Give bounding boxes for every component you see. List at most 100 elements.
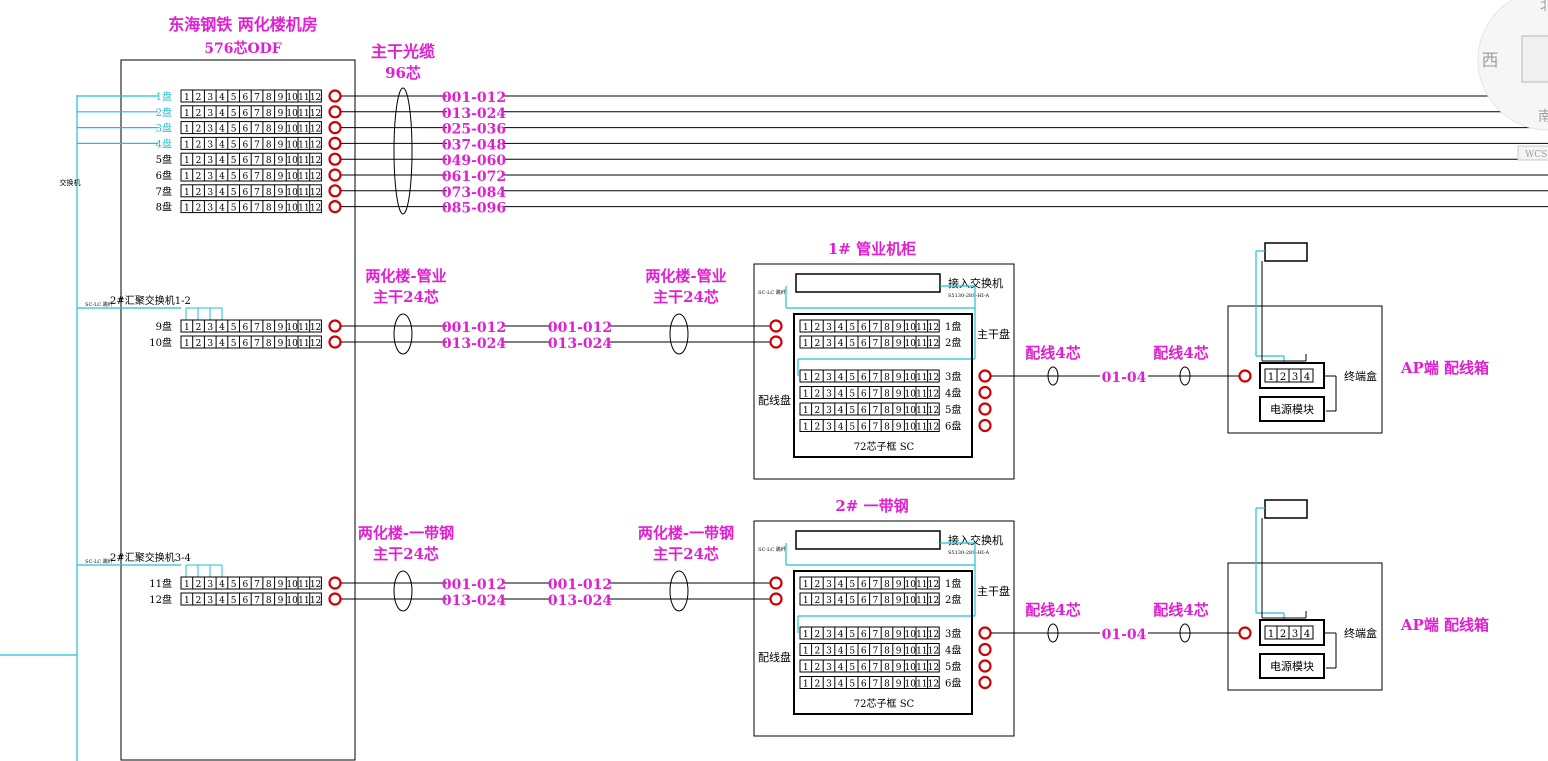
port-number: 2 <box>196 172 202 182</box>
core-range-label-remote: 001-012 <box>548 577 612 593</box>
port-number: 4 <box>219 156 225 166</box>
cabinet-title: 2# 一带钢 <box>835 497 908 515</box>
port-number: 3 <box>826 596 832 606</box>
tray-label: 12盘 <box>149 593 172 606</box>
port-number: 1 <box>184 172 190 182</box>
port-number: 7 <box>254 140 260 150</box>
port-number: 7 <box>254 596 260 606</box>
port-number: 4 <box>219 204 225 214</box>
cabinet-tray-label: 4盘 <box>945 387 961 400</box>
view-cube-west: 西 <box>1482 51 1499 71</box>
port-number: 2 <box>815 323 821 333</box>
port-number: 10 <box>286 125 298 135</box>
core-range-label: 013-024 <box>442 106 507 122</box>
port-number: 8 <box>266 580 272 590</box>
port-number: 11 <box>916 373 927 383</box>
port-number: 5 <box>231 125 237 135</box>
core-range-label-remote: 001-012 <box>548 320 612 336</box>
port-number: 6 <box>861 647 867 657</box>
port-number: 6 <box>861 406 867 416</box>
ap-connector <box>1238 626 1252 640</box>
port-number: 6 <box>861 390 867 400</box>
dist-label-a: 配线4芯 <box>1025 344 1080 362</box>
sub-frame-72 <box>793 313 973 458</box>
port-number: 10 <box>904 406 916 416</box>
port-number: 1 <box>803 423 809 433</box>
port-number: 12 <box>928 663 939 673</box>
ap-port-number: 2 <box>1280 629 1286 640</box>
wcs-badge <box>1517 145 1548 161</box>
core-range-label: 037-048 <box>442 137 506 153</box>
port-number: 5 <box>849 596 855 606</box>
port-number: 11 <box>298 188 309 198</box>
port-number: 11 <box>916 580 927 590</box>
port-number: 8 <box>266 323 272 333</box>
cabinet-jumper-label: SC-LC 跳纤 <box>758 289 786 296</box>
port-number: 8 <box>884 630 890 640</box>
port-number: 7 <box>254 109 260 119</box>
port-number: 12 <box>310 140 321 150</box>
port-number: 6 <box>242 323 248 333</box>
terminal-label: 终端盒 <box>1344 369 1377 383</box>
access-switch-box <box>795 530 941 550</box>
port-number: 11 <box>916 647 927 657</box>
port-number: 3 <box>207 204 213 214</box>
odf-side-label: 交换机 <box>60 178 81 187</box>
range-label-bg <box>1100 368 1148 384</box>
port-number: 2 <box>196 125 202 135</box>
port-number: 4 <box>219 339 225 349</box>
port-number: 5 <box>849 406 855 416</box>
main-cable-bundle-ellipse <box>393 87 413 215</box>
cabinet-tray-label: 4盘 <box>945 644 961 657</box>
port-number: 1 <box>184 339 190 349</box>
port-number: 10 <box>286 156 298 166</box>
port-number: 4 <box>838 323 844 333</box>
port-number: 3 <box>207 580 213 590</box>
port-number: 3 <box>826 647 832 657</box>
port-number: 1 <box>184 596 190 606</box>
port-number: 9 <box>278 93 284 103</box>
dist-label-a: 配线4芯 <box>1025 601 1080 619</box>
port-number: 12 <box>310 125 321 135</box>
cabinet-jumper-label: SC-LC 跳纤 <box>758 546 786 553</box>
port-number: 4 <box>838 663 844 673</box>
core-range-label: 013-024 <box>442 336 507 352</box>
odf-connector <box>328 319 342 333</box>
port-number: 2 <box>196 204 202 214</box>
port-number: 9 <box>896 680 902 690</box>
tray-label: 4盘 <box>156 137 172 150</box>
port-number: 8 <box>884 406 890 416</box>
core-range-label: 001-012 <box>442 90 506 106</box>
port-number: 4 <box>838 406 844 416</box>
port-number: 12 <box>310 580 321 590</box>
port-number: 6 <box>242 204 248 214</box>
ap-port-cell <box>1300 368 1314 383</box>
port-number: 2 <box>815 663 821 673</box>
range-label-bg <box>447 575 503 591</box>
port-number: 8 <box>884 423 890 433</box>
ap-port-number: 4 <box>1304 629 1310 640</box>
port-number: 8 <box>884 323 890 333</box>
port-number: 5 <box>849 323 855 333</box>
range-label-bg <box>551 318 609 334</box>
port-number: 1 <box>184 156 190 166</box>
terminal-box <box>1259 362 1325 389</box>
port-number: 12 <box>928 580 939 590</box>
dist-ellipse-b <box>1179 366 1191 386</box>
port-number: 3 <box>207 323 213 333</box>
port-number: 5 <box>231 204 237 214</box>
port-number: 3 <box>207 109 213 119</box>
odf-connector <box>328 89 342 103</box>
port-number: 3 <box>826 339 832 349</box>
port-number: 8 <box>266 140 272 150</box>
port-number: 4 <box>838 580 844 590</box>
port-number: 4 <box>219 140 225 150</box>
port-number: 11 <box>916 596 927 606</box>
